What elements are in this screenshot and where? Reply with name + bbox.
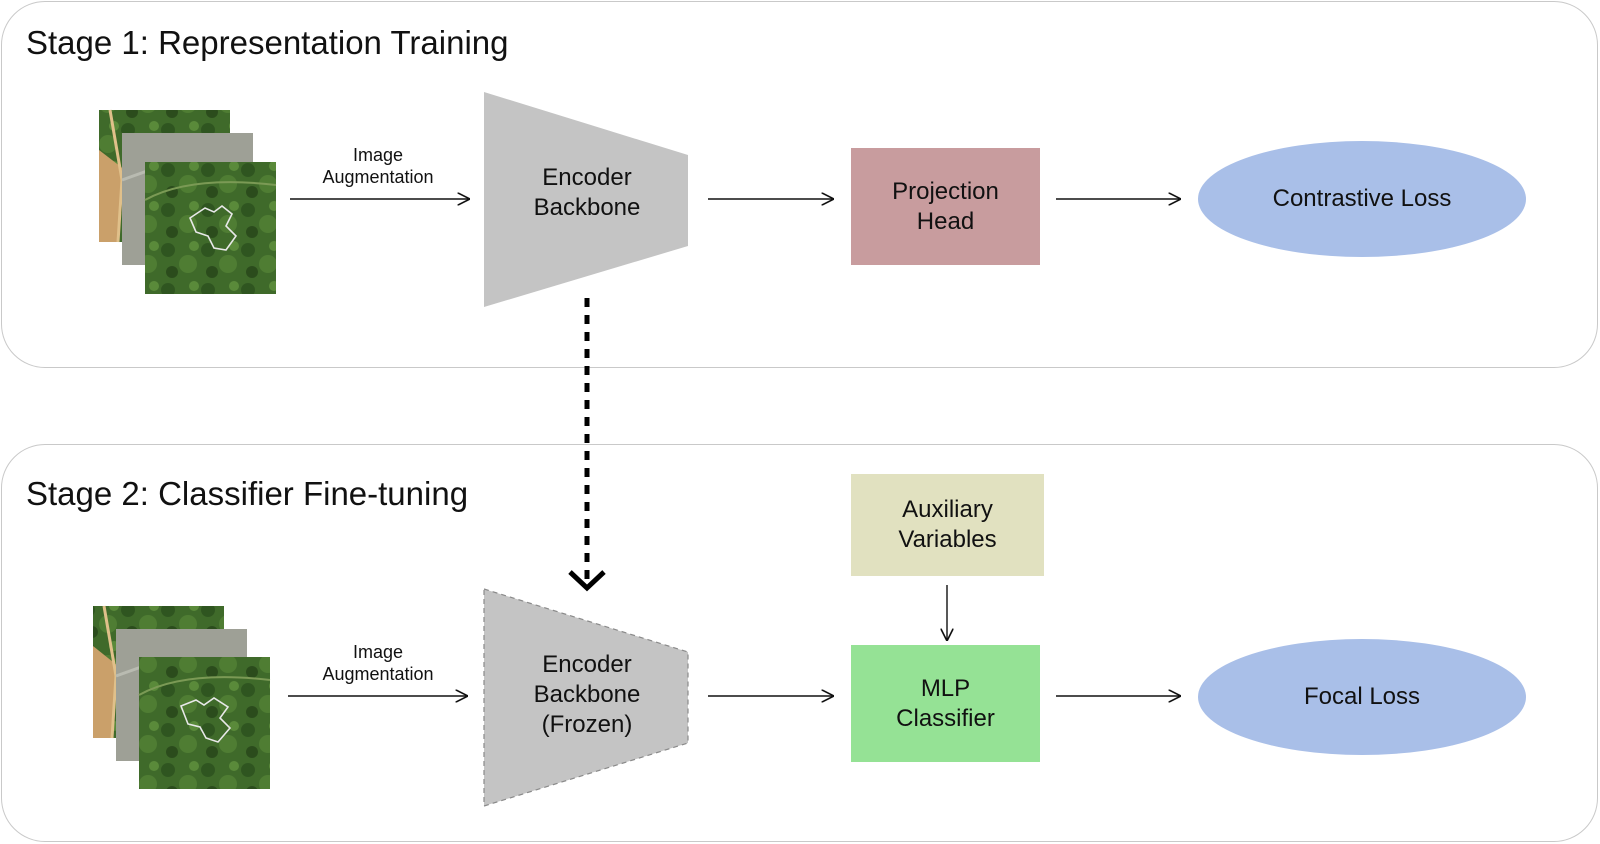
stage1-title: Stage 1: Representation Training — [26, 24, 509, 61]
stage2-image-stack — [93, 605, 271, 789]
satellite-image-front — [144, 162, 277, 294]
stage1-image-stack — [99, 109, 277, 294]
image-augmentation-label: Image Augmentation — [322, 145, 434, 187]
satellite-image-front-2 — [138, 657, 271, 789]
stage2-title: Stage 2: Classifier Fine-tuning — [26, 475, 469, 512]
focal-loss-ellipse: Focal Loss — [1198, 639, 1526, 755]
weight-transfer-arrowhead — [568, 570, 606, 592]
encoder-backbone-frozen-shape — [483, 588, 689, 807]
mlp-classifier-box: MLP Classifier — [851, 645, 1040, 762]
encoder-backbone-frozen-label: Encoder Backbone (Frozen) — [533, 651, 641, 738]
projection-head-box: Projection Head — [851, 148, 1040, 265]
encoder-backbone-label: Encoder Backbone — [533, 164, 641, 221]
contrastive-loss-ellipse: Contrastive Loss — [1198, 141, 1526, 257]
auxiliary-variables-box: Auxiliary Variables — [851, 474, 1044, 576]
image-augmentation-label-2: Image Augmentation — [322, 642, 434, 684]
encoder-backbone-shape — [484, 92, 688, 307]
